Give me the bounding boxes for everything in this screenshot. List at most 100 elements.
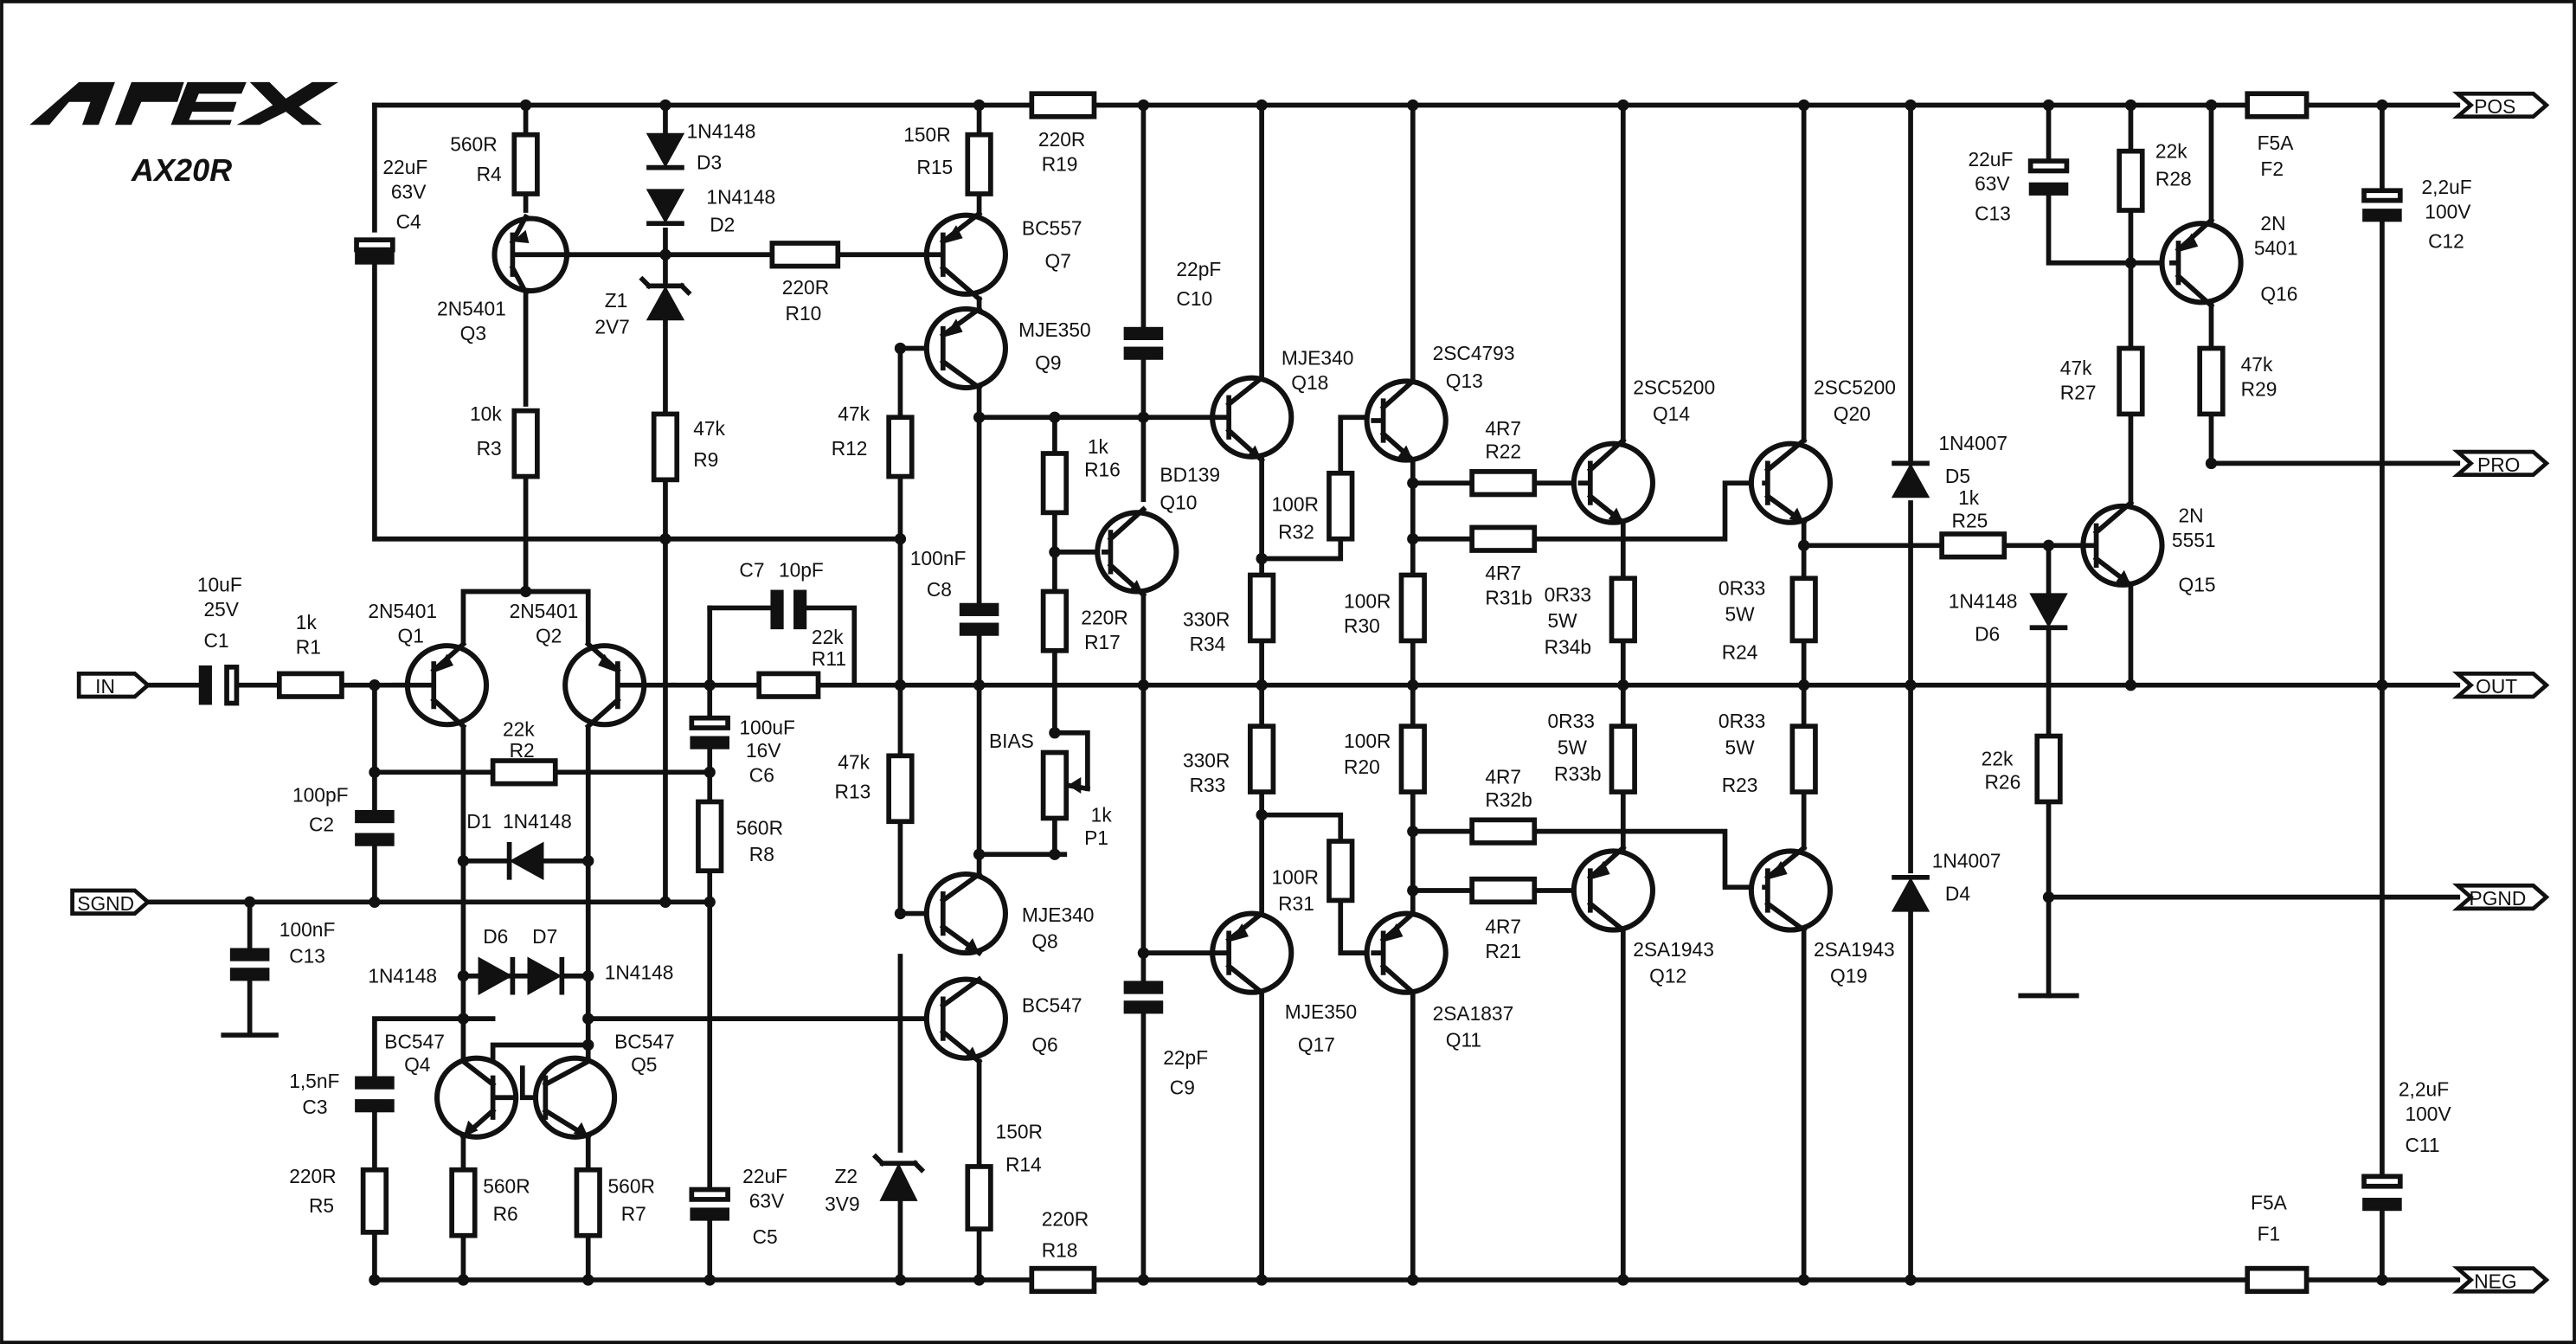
r32b-value: 4R7 — [1485, 766, 1521, 788]
r32-ref: R32 — [1278, 521, 1314, 543]
r27-ref: R27 — [2060, 381, 2097, 403]
r9-value: 47k — [693, 417, 725, 440]
q1-part: 2N5401 — [368, 600, 437, 622]
r30-value: 100R — [1344, 589, 1391, 612]
c12-value2: 100V — [2425, 201, 2471, 223]
q9-part: MJE350 — [1018, 318, 1091, 341]
q12-part: 2SA1943 — [1633, 938, 1714, 961]
r19-value: 220R — [1038, 128, 1085, 151]
d6b-part: 1N4148 — [1949, 589, 2018, 612]
q5-part: BC547 — [614, 1030, 675, 1052]
c4-value: 22uF — [382, 156, 427, 178]
d7-ref: D7 — [532, 925, 557, 948]
port-out: OUT — [2451, 672, 2550, 699]
r10-value: 220R — [782, 276, 829, 299]
q15-ref: Q15 — [2179, 573, 2216, 595]
svg-text:SGND: SGND — [77, 892, 134, 915]
c2-ref: C2 — [309, 813, 334, 836]
q6-ref: Q6 — [1031, 1033, 1057, 1056]
d4-part: 1N4007 — [1932, 849, 2001, 871]
f1-ref: F1 — [2258, 1222, 2281, 1244]
z2-ref: Z2 — [835, 1165, 858, 1187]
q13-part: 2SC4793 — [1433, 342, 1515, 364]
r17-value: 220R — [1081, 606, 1127, 628]
r23-value: 0R33 — [1718, 710, 1765, 732]
r4-value: 560R — [450, 133, 497, 156]
q4-ref: Q4 — [404, 1053, 430, 1076]
r3-value: 10k — [470, 402, 502, 425]
c7-value: 10pF — [779, 558, 824, 581]
c8-ref: C8 — [927, 578, 952, 601]
f2-value: F5A — [2258, 132, 2295, 154]
r6-value: 560R — [483, 1174, 530, 1197]
q18-ref: Q18 — [1291, 371, 1328, 394]
r6-ref: R6 — [493, 1203, 518, 1225]
port-in: IN — [76, 672, 151, 699]
svg-text:PGND: PGND — [2470, 887, 2527, 910]
r31-ref: R31 — [1278, 892, 1314, 915]
r34b-value2: 5W — [1547, 609, 1577, 632]
r34b-ref: R34b — [1545, 636, 1591, 659]
c11-value2: 100V — [2406, 1103, 2452, 1125]
d6b-ref: D6 — [1975, 622, 2000, 645]
r20-value: 100R — [1344, 730, 1391, 752]
d5-part: 1N4007 — [1938, 432, 2007, 454]
r15-value: 150R — [903, 123, 950, 145]
q18-part: MJE340 — [1282, 346, 1354, 369]
svg-text:OUT: OUT — [2476, 675, 2517, 698]
port-pro: PRO — [2451, 449, 2550, 478]
r30-ref: R30 — [1344, 614, 1380, 637]
c7-ref: C7 — [739, 558, 764, 581]
q17-part: MJE350 — [1285, 1000, 1358, 1023]
d3-ref: D3 — [697, 151, 722, 174]
q1-ref: Q1 — [397, 624, 423, 646]
d5-ref: D5 — [1945, 465, 1970, 487]
r16-ref: R16 — [1084, 459, 1121, 481]
c13-ref: C13 — [1975, 202, 2011, 224]
q16-part2: 5401 — [2254, 236, 2298, 259]
c10-value: 22pF — [1176, 258, 1221, 280]
p1-value: 1k — [1091, 803, 1113, 826]
r8-ref: R8 — [749, 843, 774, 865]
svg-text:PRO: PRO — [2477, 453, 2520, 476]
r31-value: 100R — [1272, 865, 1319, 888]
c1-value2: 25V — [203, 598, 239, 621]
r10-ref: R10 — [786, 302, 822, 325]
r25-value: 1k — [1958, 486, 1980, 509]
r22-ref: R22 — [1485, 440, 1521, 463]
r12-value: 47k — [838, 402, 870, 425]
c11-ref: C11 — [2406, 1134, 2440, 1156]
d3-part: 1N4148 — [687, 119, 756, 142]
port-sgnd: SGND — [70, 888, 151, 916]
q14-ref: Q14 — [1653, 402, 1690, 425]
r25-ref: R25 — [1952, 509, 1988, 531]
q14-part: 2SC5200 — [1633, 376, 1715, 399]
r2-ref: R2 — [510, 739, 535, 762]
r20-ref: R20 — [1344, 756, 1380, 778]
c11-value: 2,2uF — [2399, 1077, 2449, 1100]
q10-ref: Q10 — [1160, 492, 1197, 514]
model-label: AX20R — [131, 152, 232, 188]
q3-ref: Q3 — [460, 322, 486, 344]
r33b-value2: 5W — [1558, 736, 1588, 758]
r27-value: 47k — [2060, 357, 2092, 379]
z1-part: 2V7 — [594, 315, 630, 338]
q15-part: 2N — [2179, 505, 2204, 527]
q5-ref: Q5 — [631, 1053, 657, 1076]
r16-value: 1k — [1088, 435, 1109, 458]
c4-ref: C4 — [396, 210, 421, 233]
r34-ref: R34 — [1190, 633, 1226, 655]
r21-value: 4R7 — [1485, 915, 1521, 937]
d2-part: 1N4148 — [706, 185, 775, 208]
d7-part: 1N4148 — [605, 961, 674, 984]
r2-value: 22k — [503, 718, 535, 741]
q19-ref: Q19 — [1830, 964, 1867, 987]
svg-text:NEG: NEG — [2474, 1270, 2516, 1292]
r24-value: 0R33 — [1718, 576, 1765, 599]
r26-ref: R26 — [1984, 770, 2020, 793]
r26-value: 22k — [1982, 748, 2014, 770]
r7-value: 560R — [608, 1174, 655, 1197]
r22-value: 4R7 — [1485, 417, 1521, 440]
apex-logo — [29, 81, 339, 125]
